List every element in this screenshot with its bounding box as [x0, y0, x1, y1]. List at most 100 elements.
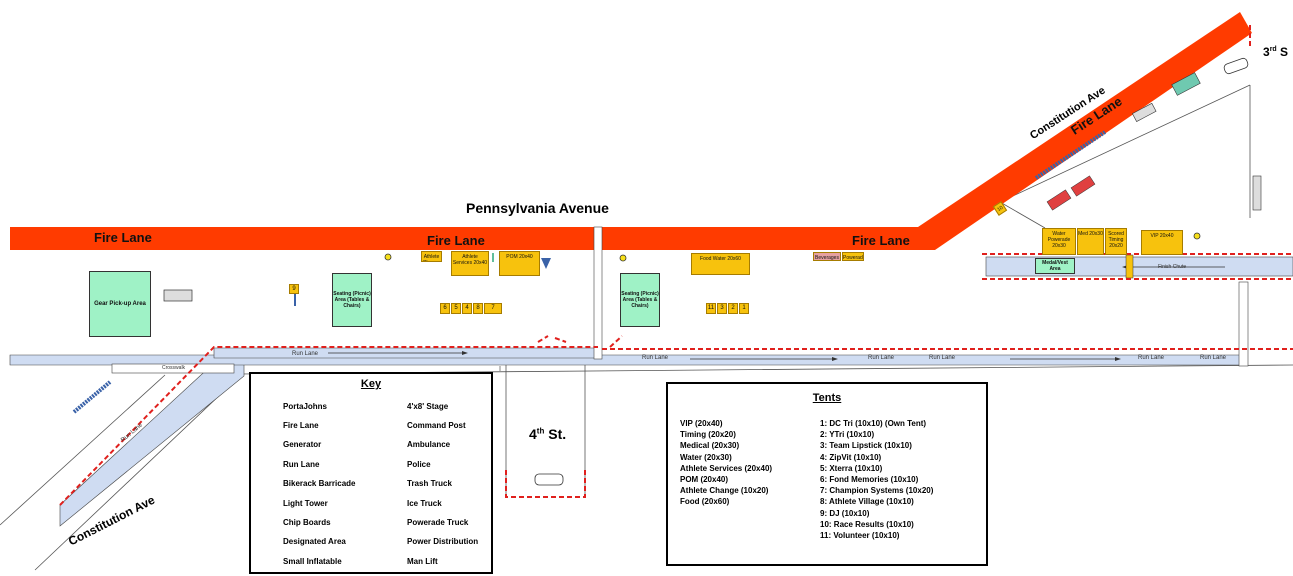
- tent-list-item: Timing (20x20): [680, 430, 736, 440]
- right-divider: [1238, 281, 1249, 367]
- tent-list-item: Athlete Services (20x40): [680, 463, 773, 473]
- tent-food-water: Food Water 20x60: [691, 253, 750, 275]
- run-lane-label-3: Run Lane: [868, 355, 895, 361]
- power-distribution: [1252, 175, 1262, 211]
- street-4th-suffix: St.: [544, 426, 567, 442]
- tent-list-item: 9: DJ (10x10): [820, 508, 870, 518]
- key-item-generator: Generator: [283, 440, 322, 449]
- seating-area-right: Seating (Picnic) Area (Tables & Chairs): [620, 273, 660, 327]
- run-lane-arrows: [328, 352, 1115, 360]
- crosswalk: [111, 363, 235, 374]
- ambulance-2: [1070, 175, 1096, 197]
- barricade-4th-st: [505, 470, 586, 498]
- key-item-powerade-truck: Powerade Truck: [407, 518, 469, 527]
- tent-list-item: 10: Race Results (10x10): [820, 519, 914, 529]
- run-lane-diagonal: [59, 362, 245, 527]
- key-item-fire-lane: Fire Lane: [283, 421, 319, 430]
- tent-list-item: 8: Athlete Village (10x10): [820, 497, 914, 507]
- tent-list-item: 5: Xterra (10x10): [820, 463, 883, 473]
- run-lane-label-6: Run Lane: [1200, 355, 1227, 361]
- key-item-police: Police: [407, 460, 431, 469]
- key-item-run-lane: Run Lane: [283, 460, 320, 469]
- tent-pom: POM 20x40: [499, 251, 540, 276]
- tents-legend: Tents VIP (20x40) Timing (20x20) Medical…: [666, 382, 988, 566]
- map-key: Key PortaJohns Fire Lane Generator Run L…: [249, 372, 493, 574]
- chip-board-diagonal: [1034, 130, 1107, 180]
- crosswalk-label: Crosswalk: [162, 365, 186, 371]
- tents-title: Tents: [812, 392, 842, 404]
- key-item-portajohns: PortaJohns: [283, 402, 328, 411]
- center-divider: [593, 226, 603, 360]
- tent-num: 4: [462, 303, 472, 314]
- key-item-small-inflatable: Small Inflatable: [283, 557, 342, 566]
- tent-list-item: Food (20x60): [680, 497, 730, 507]
- fire-lane-label-2: Fire Lane: [427, 233, 485, 248]
- tent-list-item: 3: Team Lipstick (10x10): [820, 441, 912, 451]
- key-item-ice-truck: Ice Truck: [407, 499, 442, 508]
- tent-list-item: 6: Fond Memories (10x10): [820, 475, 919, 485]
- key-item-bikerack-barricade: Bikerack Barricade: [283, 479, 356, 488]
- tent-list-item: 1: DC Tri (10x10) (Own Tent): [820, 419, 927, 428]
- tent-list-item: Athlete Change (10x20): [680, 486, 769, 496]
- street-4th: 4th St.: [529, 426, 566, 442]
- key-item-power-distribution: Power Distribution: [407, 537, 479, 546]
- trash-truck: [1171, 72, 1201, 96]
- small-inflatable: [541, 258, 551, 269]
- fire-lane-label-1: Fire Lane: [94, 230, 152, 245]
- street-3rd: 3rd S: [1263, 45, 1288, 59]
- street-lines: [0, 84, 1293, 571]
- tent-scored-timing: Scored Timing 20x20: [1105, 228, 1127, 255]
- finish-chute-label: Finish Chute: [1158, 264, 1187, 270]
- tent-number-group-right: 11 3 2 1: [706, 303, 749, 314]
- tent-list-item: POM (20x40): [680, 475, 729, 485]
- key-item-stage: 4'x8' Stage: [407, 402, 449, 411]
- key-item-trash-truck: Trash Truck: [407, 479, 452, 488]
- finish-divider: [1125, 254, 1134, 279]
- tent-list-item: Medical (20x30): [680, 441, 740, 451]
- run-lane-label-4: Run Lane: [929, 355, 956, 361]
- street-pennsylvania: Pennsylvania Avenue: [466, 200, 609, 216]
- ice-truck-map: [163, 289, 193, 302]
- vehicles: [163, 57, 1262, 486]
- tent-powerade: Powerade: [842, 252, 864, 261]
- key-item-command-post: Command Post: [407, 421, 466, 430]
- tent-list-item: VIP (20x40): [680, 419, 723, 428]
- tents-list-right: 1: DC Tri (10x10) (Own Tent) 2: YTri (10…: [820, 418, 933, 541]
- key-item-ambulance: Ambulance: [407, 440, 451, 449]
- street-3rd-sup: rd: [1269, 46, 1277, 53]
- run-lane-label-5: Run Lane: [1138, 355, 1165, 361]
- barricades: [59, 25, 1293, 506]
- tent-list-item: 4: ZipVit (10x10): [820, 452, 882, 462]
- street-3rd-suffix: S: [1276, 45, 1289, 59]
- tent-dj-stage: 9: [289, 284, 299, 294]
- ambulance-1: [1046, 189, 1072, 211]
- tent-beverages: Beverages: [813, 252, 841, 261]
- light-towers: [384, 232, 1201, 262]
- tent-water-powerade: Water Powerade 20x30: [1042, 228, 1076, 255]
- tent-list-item: 7: Champion Systems (10x20): [820, 486, 934, 496]
- tent-number-group-left: 6 5 4 8 7: [440, 303, 502, 314]
- key-item-light-tower: Light Tower: [283, 499, 328, 508]
- police-car-top: [1223, 57, 1249, 75]
- seating-area-left: Seating (Picnic) Area (Tables & Chairs): [332, 273, 372, 327]
- run-lane-horizontal: [9, 354, 1241, 366]
- run-lane-label-1: Run Lane: [292, 351, 319, 357]
- tents-list-left: VIP (20x40) Timing (20x20) Medical (20x3…: [680, 418, 772, 508]
- tent-vip: VIP 20x40: [1141, 230, 1183, 255]
- tent-med: Med 20x30: [1077, 228, 1104, 255]
- chip-board-bottom: [72, 380, 112, 414]
- police-car-4th: [534, 473, 564, 486]
- finish-chute-lane: [985, 256, 1293, 277]
- tent-list-item: Water (20x30): [680, 452, 732, 462]
- run-lane-label-2: Run Lane: [642, 355, 669, 361]
- tent-num: 5: [451, 303, 461, 314]
- tent-list-item: 2: YTri (10x10): [820, 430, 875, 440]
- key-item-designated-area: Designated Area: [283, 537, 346, 546]
- key-item-man-lift: Man Lift: [407, 557, 438, 566]
- fire-lane-pennsylvania: [10, 227, 918, 250]
- tent-num: 8: [473, 303, 483, 314]
- fire-lane-label-3: Fire Lane: [852, 233, 910, 248]
- key-item-chip-boards: Chip Boards: [283, 518, 331, 527]
- tent-list-item: 11: Volunteer (10x10): [820, 531, 900, 541]
- tent-num: 7: [484, 303, 502, 314]
